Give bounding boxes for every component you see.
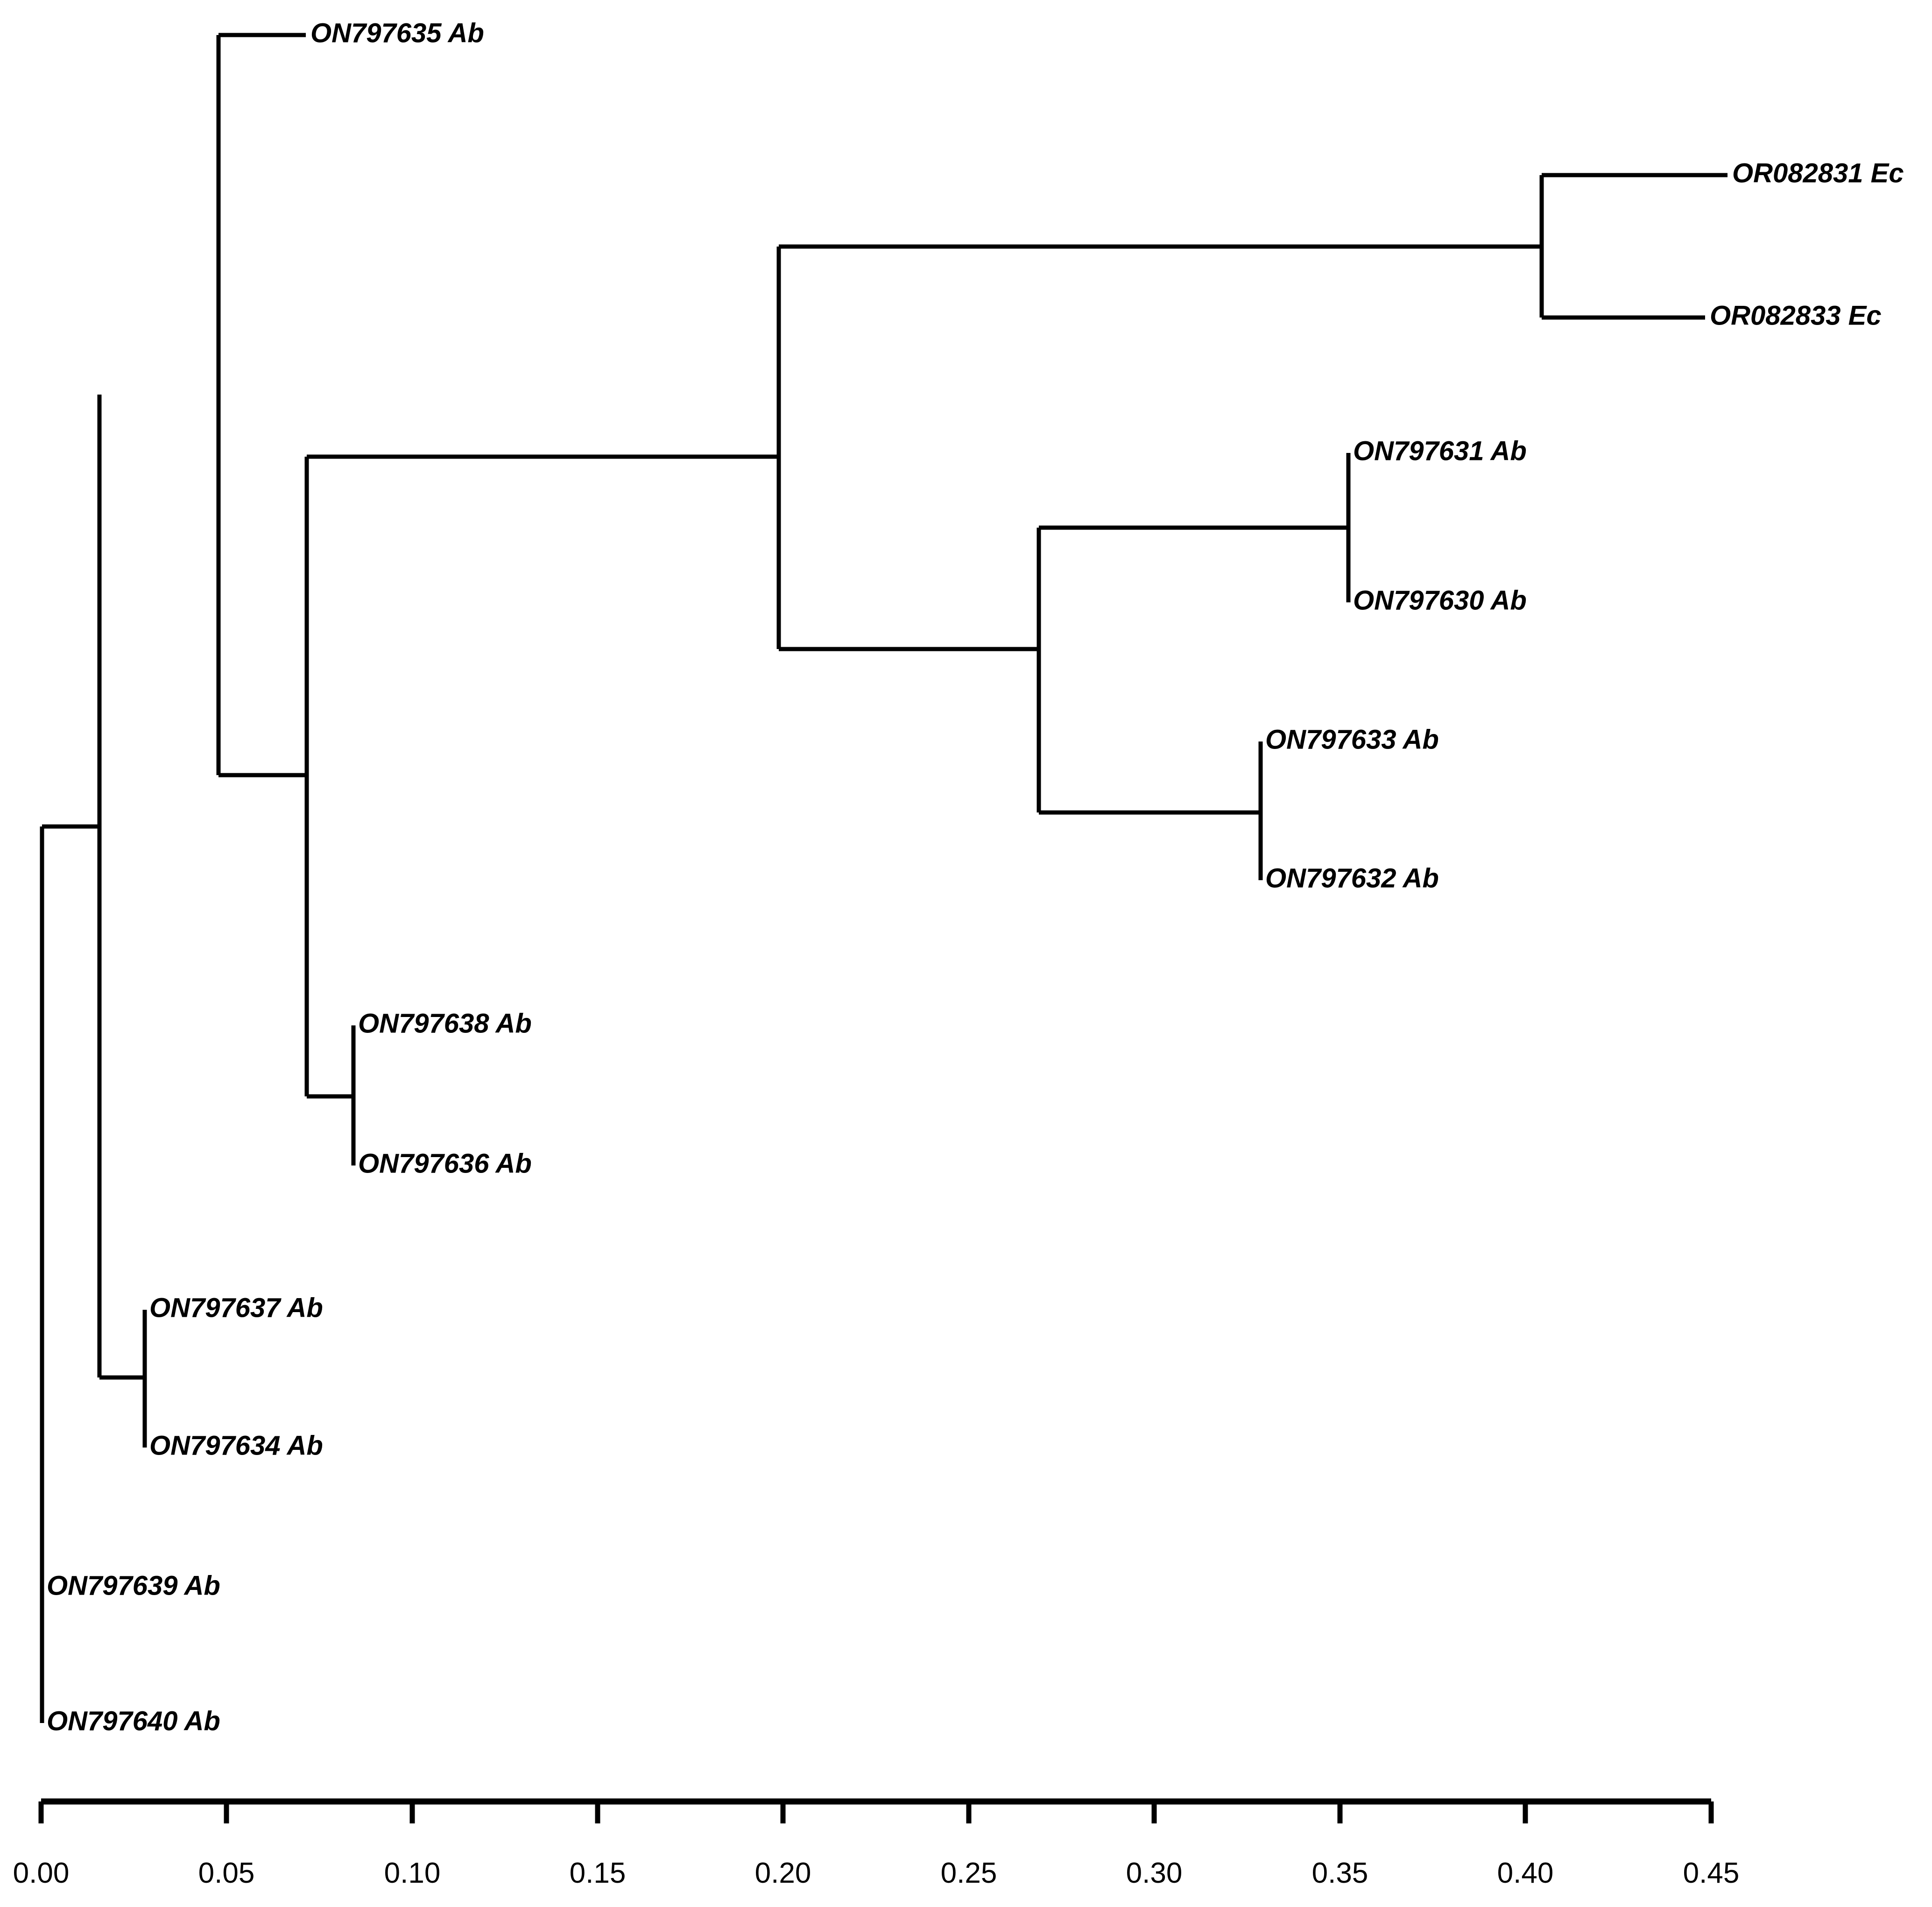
axis-tick-label-8: 0.40 (1497, 1857, 1554, 1889)
axis-tick-label-9: 0.45 (1683, 1857, 1740, 1889)
axis-tick-label-7: 0.35 (1312, 1857, 1368, 1889)
axis-tick-label-3: 0.15 (570, 1857, 626, 1889)
tip-label-ON797639: ON797639 Ab (47, 1570, 220, 1601)
tip-label-OR082833: OR082833 Ec (1710, 300, 1882, 331)
tip-label-OR082831: OR082831 Ec (1732, 158, 1904, 188)
tip-label-ON797632: ON797632 Ab (1265, 863, 1439, 893)
axis-tick-label-6: 0.30 (1126, 1857, 1183, 1889)
axis-tick-labels: 0.00 0.05 0.10 0.15 0.20 0.25 0.30 0.35 … (13, 1857, 1740, 1889)
tip-label-ON797634: ON797634 Ab (149, 1430, 323, 1461)
axis-tick-label-2: 0.10 (384, 1857, 441, 1889)
axis-tick-label-1: 0.05 (198, 1857, 255, 1889)
tip-label-ON797635: ON797635 Ab (310, 18, 484, 48)
tip-label-ON797637: ON797637 Ab (149, 1293, 323, 1323)
axis-tick-label-4: 0.20 (755, 1857, 811, 1889)
tree-branches (40, 33, 1728, 1723)
tip-label-ON797631: ON797631 Ab (1353, 436, 1527, 466)
scale-axis: 0.00 0.05 0.10 0.15 0.20 0.25 0.30 0.35 … (13, 1798, 1740, 1889)
tip-label-ON797636: ON797636 Ab (358, 1148, 532, 1179)
tip-label-ON797633: ON797633 Ab (1265, 724, 1439, 755)
axis-tick-label-5: 0.25 (941, 1857, 997, 1889)
tip-label-ON797638: ON797638 Ab (358, 1008, 532, 1038)
axis-tick-label-0: 0.00 (13, 1857, 70, 1889)
tip-label-ON797640: ON797640 Ab (47, 1706, 220, 1736)
axis-ticks (38, 1801, 1714, 1823)
tree-tip-labels: ON797635 Ab OR082831 Ec OR082833 Ec ON79… (47, 18, 1904, 1736)
tip-label-ON797630: ON797630 Ab (1353, 585, 1527, 615)
